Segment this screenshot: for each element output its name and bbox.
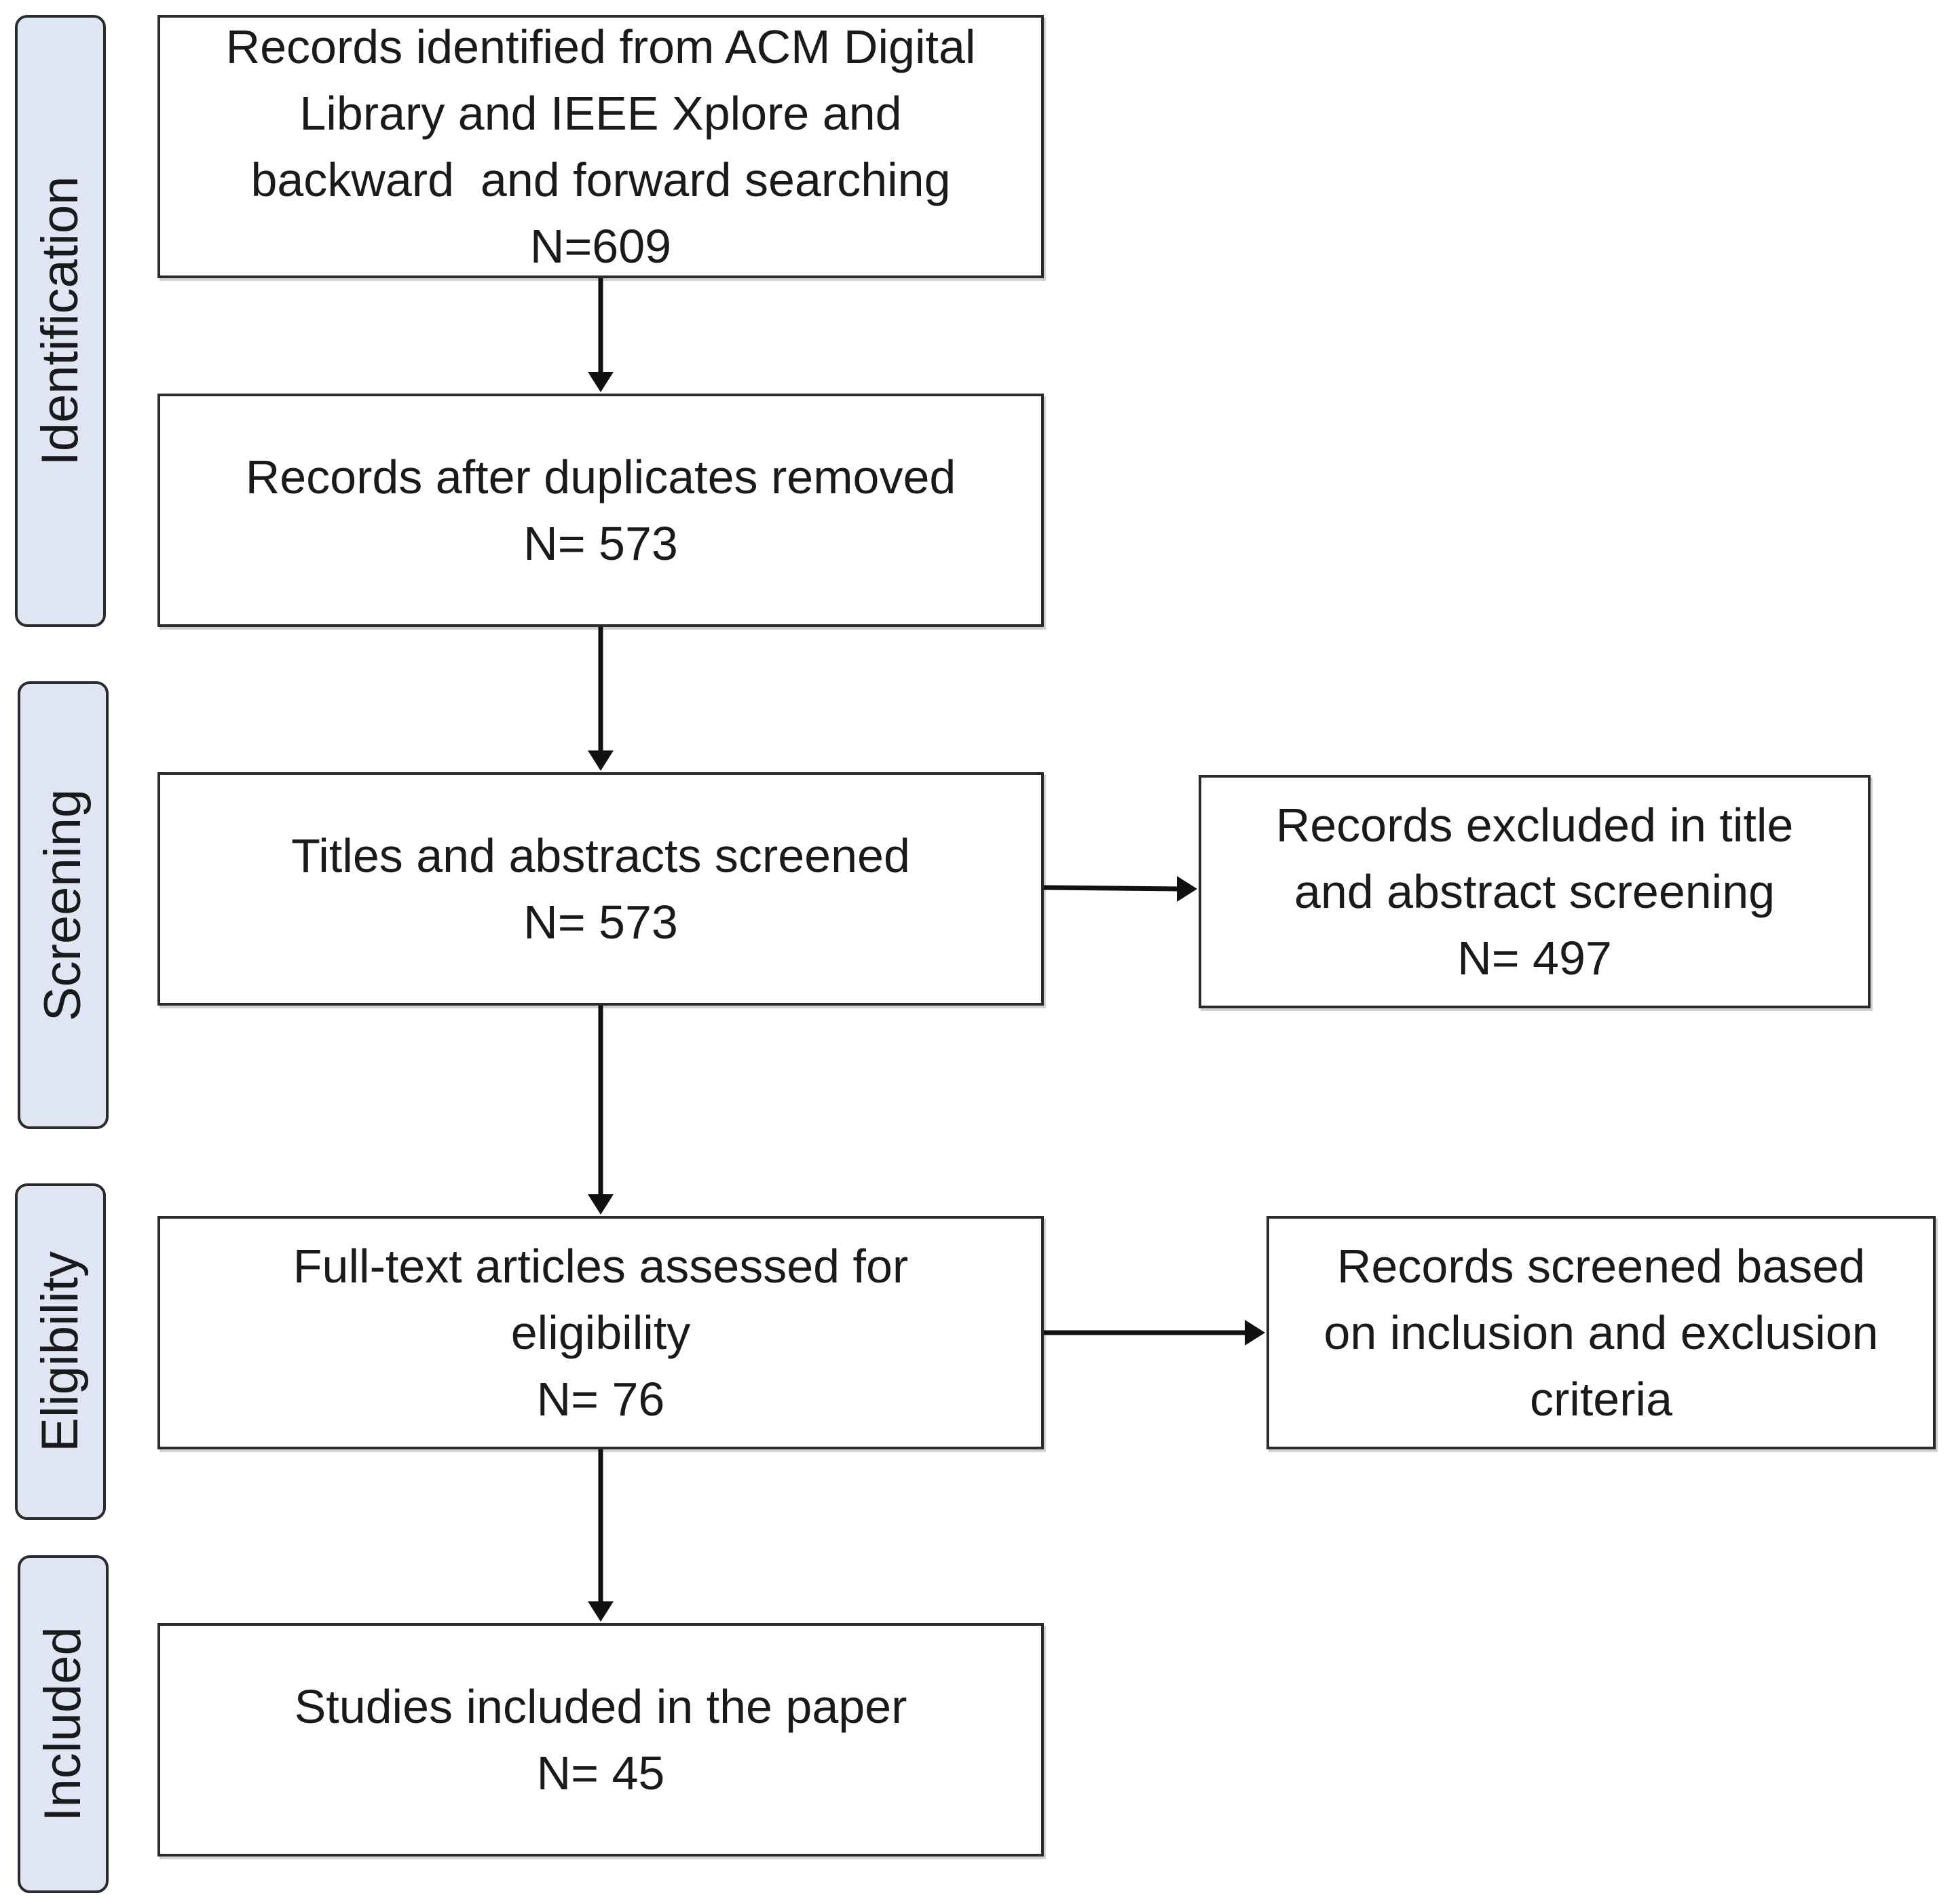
- box-records-after-duplicates: Records after duplicates removed N= 573: [157, 394, 1044, 627]
- box-text-line: Records after duplicates removed: [245, 451, 956, 503]
- box-text-line: Records identified from ACM Digital: [225, 20, 976, 73]
- box-text-line: eligibility: [510, 1306, 691, 1359]
- box-count: N=609: [529, 220, 672, 273]
- box-titles-abstracts-screened: Titles and abstracts screened N= 573: [157, 772, 1044, 1006]
- stage-eligibility-label: Eligibility: [31, 1251, 89, 1452]
- box-text-line: Records excluded in title: [1275, 799, 1794, 852]
- box-text-line: criteria: [1529, 1373, 1673, 1426]
- box-count: N= 76: [536, 1373, 665, 1426]
- box-text-line: Library and IEEE Xplore and: [299, 87, 902, 140]
- box-text-line: Titles and abstracts screened: [291, 829, 910, 882]
- stage-identification: Identification: [15, 15, 106, 627]
- stage-included-label: Included: [34, 1626, 92, 1822]
- stage-included: Included: [18, 1555, 109, 1893]
- box-text-line: on inclusion and exclusion: [1324, 1306, 1879, 1359]
- box-text-line: backward and forward searching: [250, 153, 951, 206]
- box-records-identified: Records identified from ACM Digital Libr…: [157, 15, 1044, 278]
- box-text-line: Records screened based: [1336, 1240, 1866, 1293]
- box-count: N= 497: [1457, 932, 1612, 985]
- stage-eligibility: Eligibility: [15, 1183, 106, 1520]
- arrow-screened-to-excluded: [1043, 885, 1180, 892]
- box-count: N= 573: [523, 896, 678, 949]
- stage-screening: Screening: [18, 681, 109, 1129]
- stage-identification-label: Identification: [31, 176, 89, 466]
- box-inclusion-exclusion-criteria: Records screened based on inclusion and …: [1266, 1216, 1936, 1449]
- box-text-line: Studies included in the paper: [294, 1680, 907, 1733]
- box-count: N= 45: [536, 1747, 665, 1800]
- box-count: N= 573: [523, 517, 678, 570]
- box-text-line: Full-text articles assessed for: [293, 1240, 909, 1293]
- box-studies-included: Studies included in the paper N= 45: [157, 1623, 1044, 1857]
- stage-screening-label: Screening: [34, 788, 92, 1022]
- box-records-excluded: Records excluded in title and abstract s…: [1199, 775, 1871, 1008]
- box-text-line: and abstract screening: [1294, 865, 1776, 918]
- box-full-text-assessed: Full-text articles assessed for eligibil…: [157, 1216, 1044, 1449]
